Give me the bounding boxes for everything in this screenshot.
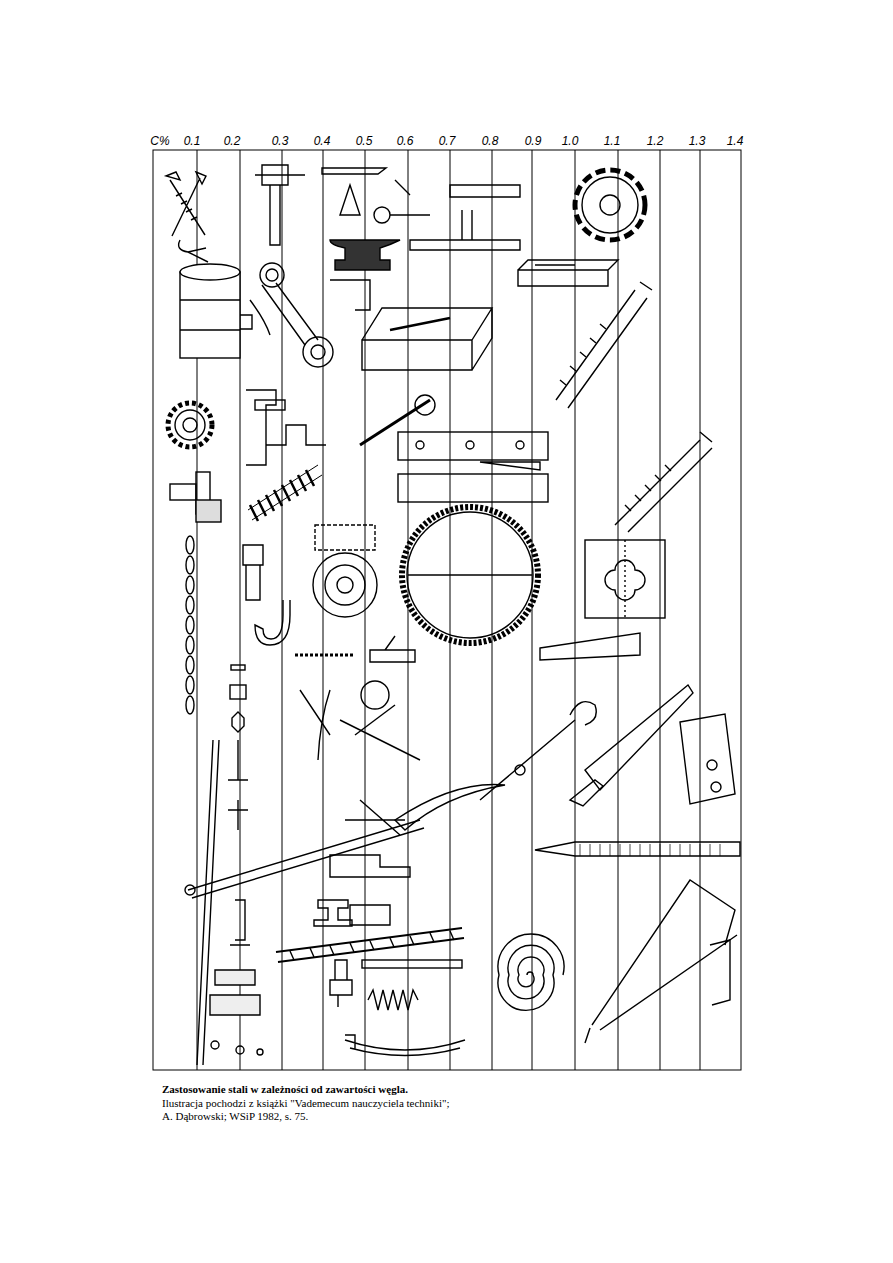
axis-tick-label: 0.8 — [481, 135, 500, 147]
axis-tick-label: 0.9 — [524, 135, 543, 147]
source-note: Ilustracja pochodzi z książki "Vademecum… — [162, 1098, 450, 1109]
axis-tick-label: 0.4 — [313, 135, 332, 147]
axis-tick-label: 1.3 — [688, 135, 707, 147]
axis-tick-label: 0.3 — [271, 135, 290, 147]
tool-sketches — [166, 165, 740, 1065]
axis-tick-label: 0.5 — [355, 135, 374, 147]
axis-tick-label: 1.0 — [561, 135, 580, 147]
figure-caption: Zastosowanie stali w zależności od zawar… — [162, 1084, 408, 1095]
axis-tick-label: 0.6 — [396, 135, 415, 147]
axis-tick-label: 1.4 — [726, 135, 745, 147]
source-note: A. Dąbrowski; WSiP 1982, s. 75. — [162, 1111, 308, 1122]
axis-tick-label: 0.7 — [438, 135, 457, 147]
chart-grid — [153, 150, 741, 1070]
axis-tick-label: 1.2 — [646, 135, 665, 147]
axis-tick-label: C% — [149, 135, 170, 147]
axis-tick-label: 1.1 — [603, 135, 622, 147]
axis-tick-label: 0.2 — [223, 135, 242, 147]
axis-tick-label: 0.1 — [183, 135, 202, 147]
